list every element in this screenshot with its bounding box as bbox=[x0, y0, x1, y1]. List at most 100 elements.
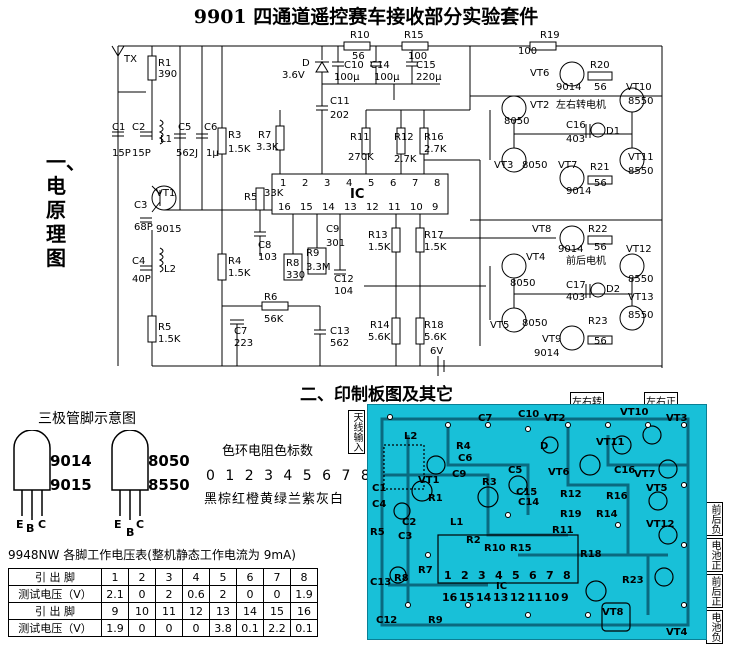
ic-pin-3: 3 bbox=[324, 178, 330, 189]
value-vt4: 8050 bbox=[510, 278, 535, 289]
label-r13: R13 bbox=[368, 230, 388, 241]
value-r14: 5.6K bbox=[368, 332, 391, 343]
value-r22: 56 bbox=[594, 242, 607, 253]
pcb-label-vt7: VT7 bbox=[634, 469, 656, 480]
pcb-label-c15: C15 bbox=[516, 487, 537, 498]
label-r9: R9 bbox=[306, 248, 319, 259]
label-c12: C12 bbox=[334, 274, 354, 285]
label-l2: L2 bbox=[164, 264, 176, 275]
pcb-label-vt1: VT1 bbox=[418, 475, 440, 486]
ic-pin-13: 13 bbox=[344, 202, 357, 213]
pcb-ic-pin-14: 14 bbox=[476, 591, 492, 604]
value-c7: 223 bbox=[234, 338, 253, 349]
pcb-ic-pin-13: 13 bbox=[493, 591, 508, 604]
transistor-body-right bbox=[111, 430, 149, 491]
label-r11: R11 bbox=[350, 132, 370, 143]
pcb-label-r11: R11 bbox=[552, 525, 574, 536]
value-c8: 103 bbox=[258, 252, 277, 263]
pcb-label-c7: C7 bbox=[478, 413, 492, 424]
pcb-label-battery-pos: 电池正 bbox=[706, 538, 723, 572]
voltage-table-title: 9948NW 各脚工作电压表(整机静态工作电流为 9mA) bbox=[8, 548, 296, 562]
pcb-label-vt2: VT2 bbox=[544, 413, 566, 424]
color-code-digits: 0 1 2 3 4 5 6 7 8 9 bbox=[206, 468, 393, 484]
label-motor-drive: 前后电机 bbox=[566, 254, 606, 267]
value-r11: 270K bbox=[348, 152, 374, 163]
pcb-label-vt10: VT10 bbox=[620, 407, 649, 418]
transistor-pinout: 9014 9015 8050 8550 E B C E C B bbox=[13, 430, 190, 539]
pin-c-left: C bbox=[38, 518, 46, 531]
value-r20: 56 bbox=[594, 82, 607, 93]
pcb-label-r10: R10 bbox=[484, 543, 506, 554]
value-c1: 15P bbox=[112, 148, 131, 159]
ic-pin-8: 8 bbox=[434, 178, 440, 189]
label-l1: L1 bbox=[160, 134, 172, 145]
pcb-label-vt11: VT11 bbox=[596, 437, 625, 448]
value-vt9: 9014 bbox=[534, 348, 559, 359]
ic-pin-15: 15 bbox=[300, 202, 313, 213]
value-vt6: 9014 bbox=[556, 82, 581, 93]
pcb-label-c4: C4 bbox=[372, 499, 386, 510]
label-d2: D2 bbox=[606, 284, 620, 295]
pcb-ic-label: IC bbox=[496, 581, 507, 592]
model-9015: 9015 bbox=[50, 476, 92, 494]
label-r17: R17 bbox=[424, 230, 444, 241]
label-vt2: VT2 bbox=[530, 100, 549, 111]
transistor-body-left bbox=[13, 430, 51, 491]
ic-pin-14: 14 bbox=[322, 202, 335, 213]
pcb-label-c1: C1 bbox=[372, 483, 386, 494]
ic-pin-7: 7 bbox=[412, 178, 418, 189]
label-c11: C11 bbox=[330, 96, 350, 107]
value-r18: 5.6K bbox=[424, 332, 447, 343]
label-vt5: VT5 bbox=[490, 320, 509, 331]
value-c9: 301 bbox=[326, 238, 345, 249]
value-vt8: 9014 bbox=[558, 244, 583, 255]
value-c15: 220μ bbox=[416, 72, 442, 83]
value-vt11: 8550 bbox=[628, 166, 653, 177]
value-r6: 56K bbox=[264, 314, 284, 325]
pinout-title: 三极管脚示意图 bbox=[38, 411, 136, 427]
label-tx: TX bbox=[123, 54, 137, 65]
label-r18: R18 bbox=[424, 320, 444, 331]
pcb-ic-pin-8: 8 bbox=[563, 569, 571, 582]
pcb-label-c14: C14 bbox=[518, 497, 539, 508]
pcb-ic-pin-5: 5 bbox=[512, 569, 520, 582]
label-r23: R23 bbox=[588, 316, 608, 327]
pcb-traces: IC C7 C10 VT2 VT10 VT3 L2 R4 C6 VT11 D C… bbox=[370, 407, 690, 638]
pcb-label-back-motor: 前后正 bbox=[706, 574, 723, 608]
value-r15: 100 bbox=[408, 51, 427, 62]
label-c3: C3 bbox=[134, 200, 147, 211]
pcb-label-r19: R19 bbox=[560, 509, 582, 520]
pcb-label-vt3: VT3 bbox=[666, 413, 688, 424]
pcb-label-c9: C9 bbox=[452, 469, 466, 480]
pcb-label-r5: R5 bbox=[370, 527, 385, 538]
value-vt1: 9015 bbox=[156, 224, 181, 235]
pcb-label-r1: R1 bbox=[428, 493, 443, 504]
label-r6: R6 bbox=[264, 292, 277, 303]
label-c4: C4 bbox=[132, 256, 145, 267]
pcb-label-r9-lower: R9 bbox=[428, 615, 443, 626]
model-8050: 8050 bbox=[148, 452, 190, 470]
pcb-ic-pin-12: 12 bbox=[510, 591, 525, 604]
label-r20: R20 bbox=[590, 60, 610, 71]
ic-pin-16: 16 bbox=[278, 202, 291, 213]
value-r19: 100 bbox=[518, 46, 537, 57]
color-code-colors: 黑棕红橙黄绿兰紫灰白 bbox=[204, 492, 345, 507]
value-r5-lower: 1.5K bbox=[158, 334, 181, 345]
pcb-ic-pin-4: 4 bbox=[495, 569, 503, 582]
label-battery: 6V bbox=[430, 346, 443, 357]
pcb-ic-pin-16: 16 bbox=[442, 591, 458, 604]
value-r5: 33K bbox=[264, 188, 284, 199]
pcb-board: IC C7 C10 VT2 VT10 VT3 L2 R4 C6 VT11 D C… bbox=[367, 404, 707, 640]
label-motor-steer: 左右转电机 bbox=[556, 98, 606, 111]
resistor-r1 bbox=[147, 55, 157, 81]
value-vt12: 8550 bbox=[628, 274, 653, 285]
pcb-label-r8: R8 bbox=[394, 573, 409, 584]
pcb-ic-pin-1: 1 bbox=[444, 569, 452, 582]
value-vt7: 9014 bbox=[566, 186, 591, 197]
page-title: 9901 四通道遥控赛车接收部分实验套件 bbox=[193, 6, 539, 28]
ic-pin-4: 4 bbox=[346, 178, 352, 189]
resistor-r3 bbox=[217, 127, 227, 155]
pcb-label-c13: C13 bbox=[370, 577, 391, 588]
